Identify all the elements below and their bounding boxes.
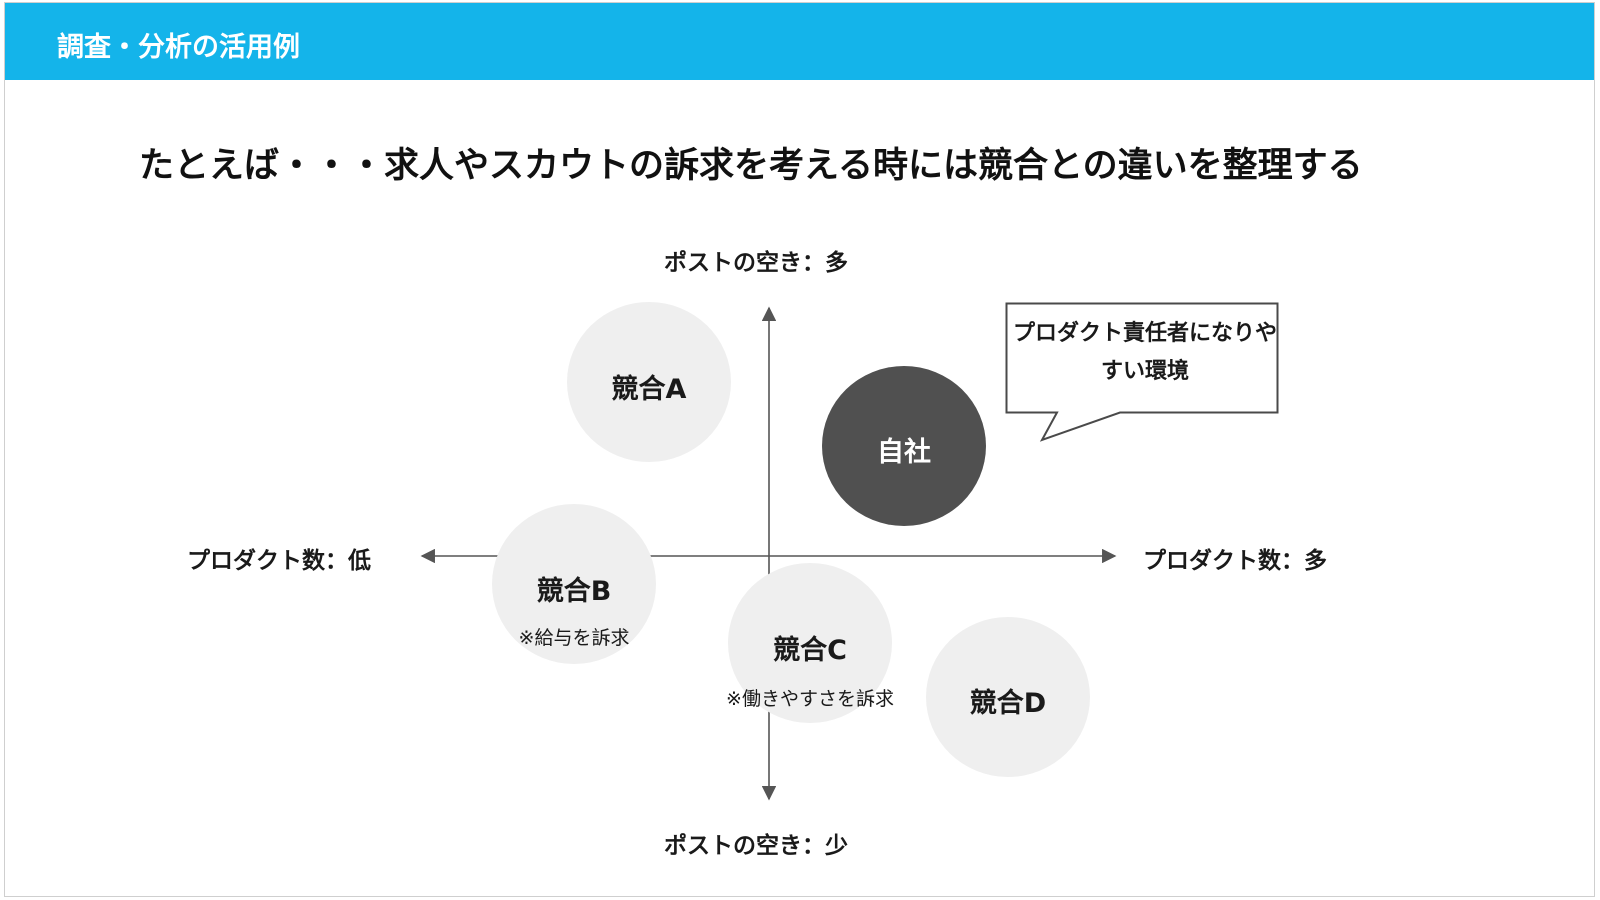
positioning-axes (420, 306, 1117, 801)
callout-text: プロダクト責任者になりやすい環境 (1012, 321, 1277, 384)
slide: 調査・分析の活用例 たとえば・・・求人やスカウトの訴求を考える時には競合との違い… (4, 2, 1595, 897)
axis-label-left: プロダクト数：低 (187, 548, 371, 574)
competitor-b-label: 競合B (536, 576, 612, 607)
competitor-c-circle (728, 563, 892, 723)
own-company-label: 自社 (877, 437, 931, 468)
competitor-c-note: ※働きやすさを訴求 (726, 688, 894, 710)
competitor-d-circle (926, 617, 1090, 777)
header-bar: 調査・分析の活用例 (5, 3, 1594, 80)
axis-label-bottom: ポストの空き：少 (664, 833, 848, 859)
competitor-c-label: 競合C (773, 635, 847, 666)
callout-bubble (1005, 302, 1279, 442)
axis-label-right: プロダクト数：多 (1143, 548, 1327, 574)
headline: たとえば・・・求人やスカウトの訴求を考える時には競合との違いを整理する (139, 146, 1363, 186)
competitor-a-circle (567, 302, 731, 462)
axis-label-top: ポストの空き：多 (664, 250, 848, 276)
competitor-b-circle (492, 504, 656, 664)
competitor-b-note: ※給与を訴求 (518, 627, 630, 649)
competitor-d-label: 競合D (969, 688, 1047, 719)
competitor-a-label: 競合A (611, 374, 687, 405)
header-title: 調査・分析の活用例 (57, 32, 300, 63)
own-company-circle (822, 366, 986, 526)
